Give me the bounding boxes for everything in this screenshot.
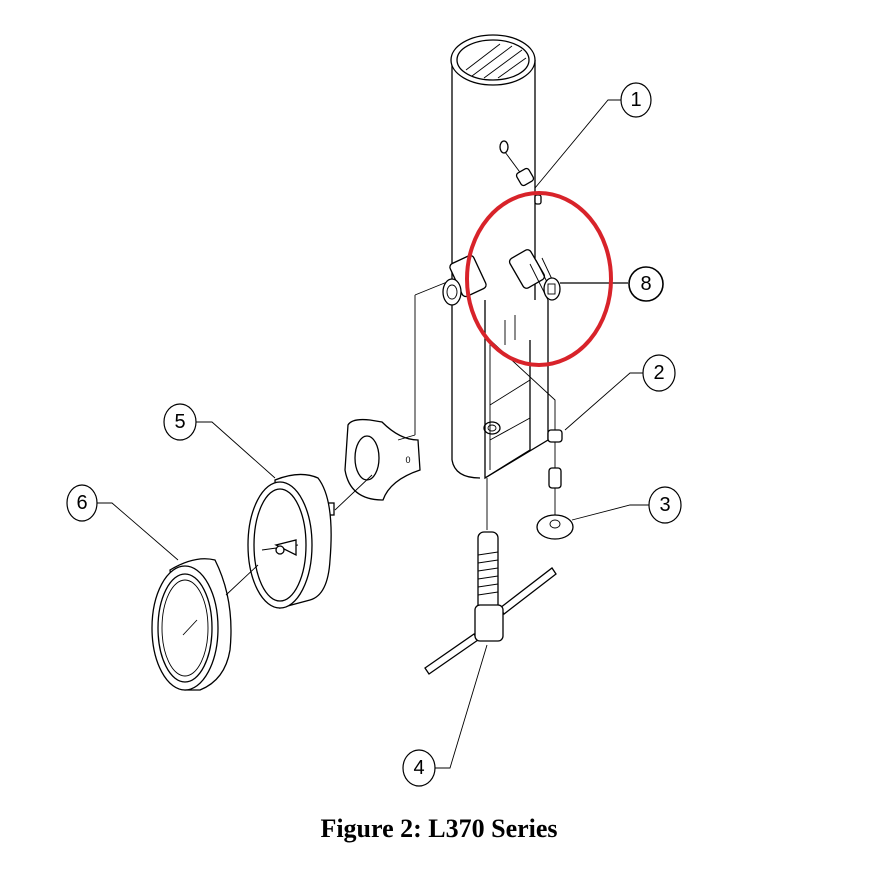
washer [536, 514, 574, 540]
callout-label: 5 [174, 411, 185, 433]
callout-6: 6 [66, 484, 98, 522]
callout-label: 4 [413, 757, 424, 779]
leader-lines [96, 99, 650, 769]
callout-label: 6 [76, 492, 87, 514]
callout-label: 8 [640, 273, 651, 295]
clamp-mark: 0 [405, 455, 410, 465]
threaded-fitting [508, 249, 561, 301]
gauge-clamp: 0 [324, 418, 421, 516]
gauge [247, 473, 332, 609]
callout-label: 1 [630, 89, 641, 111]
callout-label: 2 [653, 362, 664, 384]
callout-label: 3 [659, 494, 670, 516]
small-fitting [489, 339, 563, 520]
clamp-block [414, 279, 549, 480]
callout-1: 1 [620, 82, 652, 118]
figure-caption: Figure 2: L370 Series [320, 814, 558, 843]
callout-8: 8 [628, 266, 664, 302]
vertical-tube [450, 34, 536, 479]
gauge-bezel [151, 558, 259, 691]
highlight-circle [465, 191, 613, 367]
callout-5: 5 [163, 403, 197, 441]
callout-2: 2 [642, 354, 676, 392]
callout-4: 4 [402, 749, 436, 787]
t-handle-screw [424, 478, 557, 675]
callout-3: 3 [648, 486, 682, 524]
